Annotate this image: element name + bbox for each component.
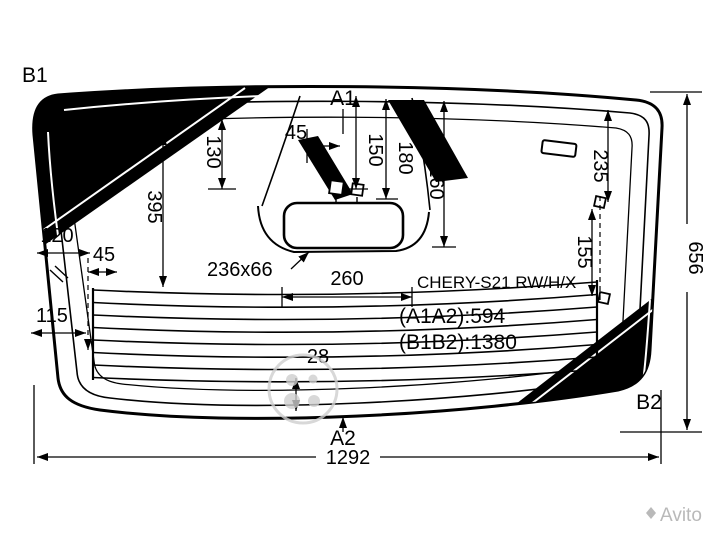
dimension-lines [31, 91, 702, 464]
corner-label-a2: A2 [330, 427, 356, 450]
shade-highlight [33, 87, 246, 239]
shade-highlight [63, 95, 263, 111]
brake-clip-pins [335, 196, 358, 203]
brake-light-area [257, 95, 431, 254]
brake-light-cutout [282, 201, 405, 250]
corner-label-a1: A1 [330, 87, 356, 110]
part-dim-a1a2: (A1A2):594 [399, 305, 506, 328]
shade-top-left [33, 86, 274, 258]
dim-label-155: 155 [573, 235, 595, 268]
watermark-dot [284, 393, 300, 409]
brake-funnel-left [261, 95, 301, 207]
brake-surround [257, 205, 430, 254]
watermark-dot [286, 374, 298, 386]
watermark-ring [267, 353, 339, 425]
sensor-top-left [100, 136, 142, 156]
watermark-dot [308, 374, 318, 384]
corner-label-b1: B1 [22, 64, 48, 87]
watermark-brand: Avito [646, 505, 702, 526]
sensor-top-right [540, 139, 578, 158]
dim-label-1292: 1292 [326, 447, 371, 469]
shade-highlight [47, 131, 61, 251]
shade-streak-right [388, 100, 468, 182]
part-dim-b1b2: (B1B2):1380 [399, 331, 517, 354]
watermark-brand-icon [646, 507, 656, 519]
dim-label-235: 235 [589, 149, 611, 182]
corner-label-b2: B2 [636, 391, 662, 414]
dim-label-395: 395 [143, 190, 165, 223]
dim-label-236x66: 236x66 [207, 259, 273, 281]
watermark-dot [308, 395, 320, 407]
clip-right-lower [597, 291, 611, 305]
edge-hatch-left [49, 265, 69, 283]
dim-label-180: 180 [394, 141, 416, 174]
brake-funnel-right [411, 97, 431, 211]
brake-clip-1 [328, 179, 345, 196]
dim-label-656: 656 [684, 241, 706, 274]
part-info: CHERY-S21 RW/H/X (A1A2):594 (B1B2):1380 [399, 273, 576, 354]
leader-236x66 [290, 251, 310, 270]
watermark-logo [267, 353, 339, 425]
dim-label-260h: 260 [330, 268, 363, 290]
dim-label-130: 130 [202, 135, 224, 168]
dim-label-260v: 260 [425, 166, 447, 199]
dim-label-120: 120 [40, 225, 73, 247]
part-model-code: CHERY-S21 RW/H/X [417, 273, 576, 292]
dim-label-45-left: 45 [93, 244, 115, 266]
clip-right-upper [593, 195, 607, 209]
dim-label-115: 115 [36, 305, 68, 327]
defroster-lines [91, 280, 599, 383]
dimension-labels: B1 A1 A2 B2 130 45 150 180 260 395 235 1… [22, 64, 706, 469]
dim-label-45-top: 45 [285, 122, 307, 144]
watermark-brand-text: Avito [660, 505, 702, 526]
dim-label-150: 150 [364, 133, 386, 166]
